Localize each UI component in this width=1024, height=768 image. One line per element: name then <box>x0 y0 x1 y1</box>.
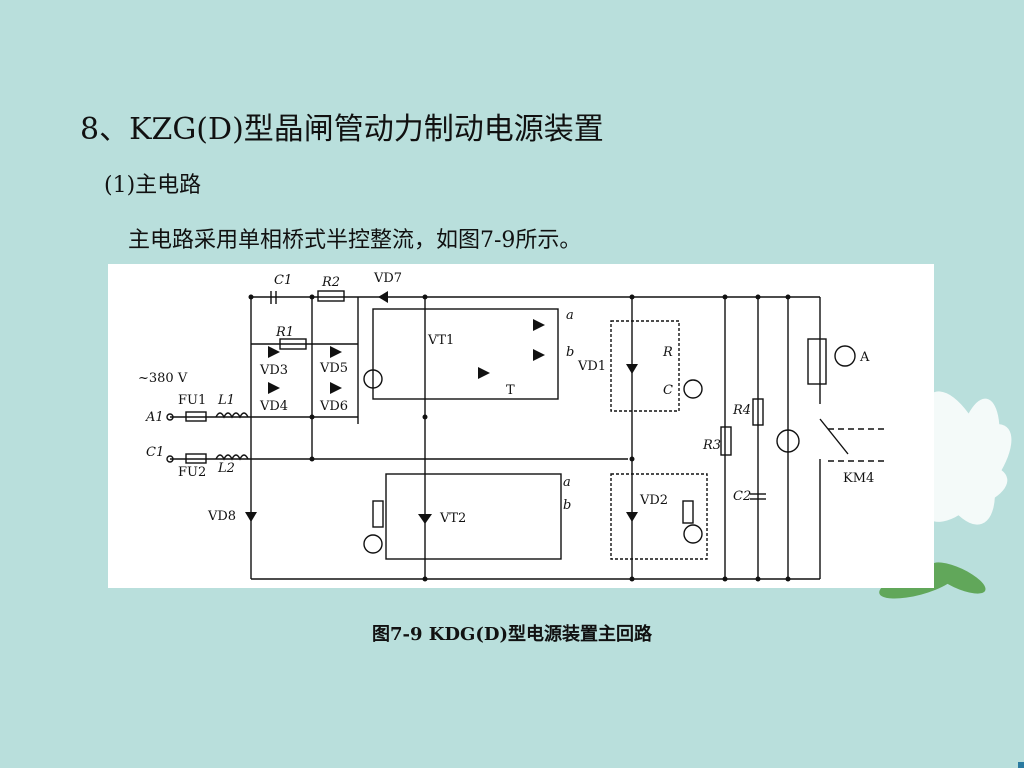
label-vd8: VD8 <box>207 509 236 524</box>
body-text: 主电路采用单相桥式半控整流，如图7-9所示。 <box>128 228 582 253</box>
label-a-top: a <box>566 308 574 323</box>
label-ammeter: A <box>859 350 870 365</box>
circuit-figure: ~380 V C1 R2 VD7 R1 VD3 VD5 VD4 VD6 FU1 … <box>108 264 934 588</box>
label-r4: R4 <box>732 403 751 418</box>
label-vd7: VD7 <box>373 271 402 286</box>
supply-label: ~380 V <box>138 371 188 386</box>
slide-title: 8、KZG(D)型晶闸管动力制动电源装置 <box>80 112 604 147</box>
label-km4: KM4 <box>843 471 874 486</box>
label-vd2: VD2 <box>639 493 668 508</box>
circuit-diagram: ~380 V C1 R2 VD7 R1 VD3 VD5 VD4 VD6 FU1 … <box>138 271 888 582</box>
label-l2: L2 <box>217 461 235 476</box>
label-fu2: FU2 <box>178 465 206 480</box>
label-t: T <box>506 383 515 398</box>
label-c: C <box>663 383 673 398</box>
section-heading: (1)主电路 <box>104 173 202 198</box>
label-a-bot: a <box>563 475 571 490</box>
label-vd3: VD3 <box>259 363 288 378</box>
label-r: R <box>662 345 673 360</box>
label-b-bot: b <box>563 498 571 513</box>
label-r1: R1 <box>275 325 294 340</box>
label-c1-top: C1 <box>274 273 292 288</box>
label-r3: R3 <box>702 438 721 453</box>
label-l1: L1 <box>217 393 235 408</box>
label-c2: C2 <box>733 489 751 504</box>
corner-marker <box>1018 762 1024 768</box>
label-vt1: VT1 <box>427 333 454 348</box>
label-vd5: VD5 <box>319 361 348 376</box>
label-b-top: b <box>566 345 574 360</box>
label-vt2: VT2 <box>439 511 466 526</box>
label-fu1: FU1 <box>178 393 206 408</box>
label-vd4: VD4 <box>259 399 288 414</box>
label-a1: A1 <box>145 410 164 425</box>
label-r2: R2 <box>321 275 340 290</box>
label-c1-in: C1 <box>146 445 164 460</box>
figure-caption: 图7-9 KDG(D)型电源装置主回路 <box>371 624 653 645</box>
label-vd6: VD6 <box>319 399 348 414</box>
label-vd1: VD1 <box>577 359 606 374</box>
